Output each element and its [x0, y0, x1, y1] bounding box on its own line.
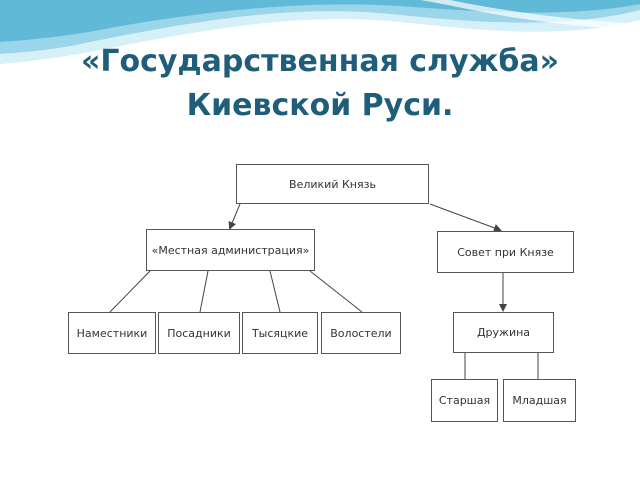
- box-grand-prince: Великий Князь: [236, 164, 429, 204]
- connector-admin-to-volosteli: [309, 270, 363, 313]
- box-governors: Наместники: [68, 312, 156, 354]
- header-wave-decoration: [0, 0, 640, 64]
- box-local-administration: «Местная администрация»: [146, 229, 315, 271]
- connector-admin-to-posadniks: [199, 270, 209, 313]
- box-posadniks: Посадники: [158, 312, 240, 354]
- box-druzhina: Дружина: [453, 312, 554, 353]
- connector-admin-to-governors: [109, 270, 151, 313]
- box-senior: Старшая: [431, 379, 498, 422]
- box-council-of-prince: Совет при Князе: [437, 231, 574, 273]
- title-line-2: Киевской Руси.: [186, 88, 454, 123]
- box-tysyatskie: Тысяцкие: [242, 312, 318, 354]
- page-title: «Государственная служба» Киевской Руси.: [0, 40, 640, 128]
- box-junior: Младшая: [503, 379, 576, 422]
- title-line-1: «Государственная служба»: [80, 44, 560, 79]
- box-volosteli: Волостели: [321, 312, 401, 354]
- connector-prince-to-council: [429, 203, 502, 232]
- connector-prince-to-local-admin: [228, 203, 241, 230]
- connector-admin-to-tysyatskie: [269, 270, 281, 313]
